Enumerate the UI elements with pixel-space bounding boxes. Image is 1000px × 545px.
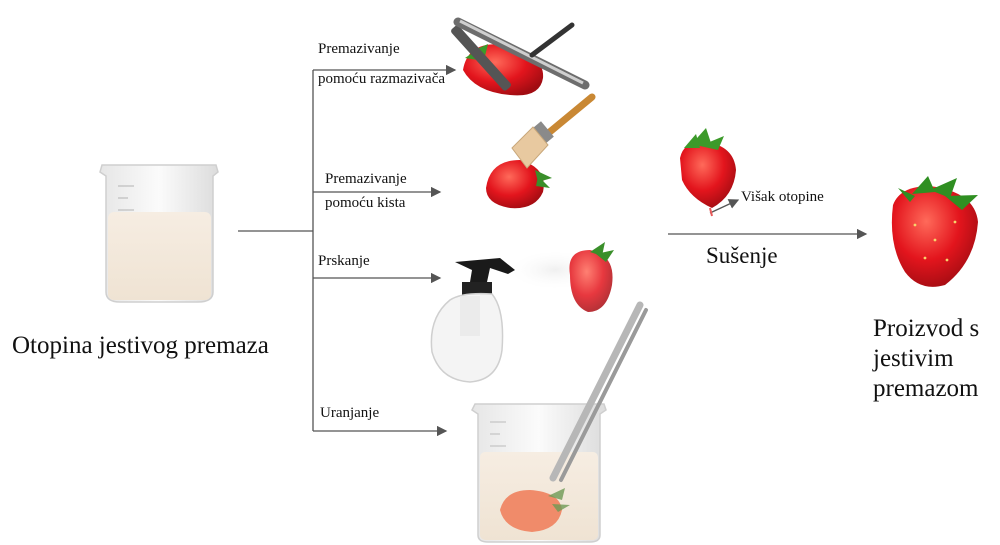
brush-strawberry-icon [486,93,596,209]
connector-lines [238,64,868,437]
method-spray-label: Prskanje [318,253,370,269]
excess-solution-label: Višak otopine [741,189,824,205]
drying-label: Sušenje [706,243,778,268]
method-brush-line1: Premazivanje [325,171,407,187]
solution-beaker-icon [99,164,219,303]
dipping-beaker-strawberry-icon [471,301,648,543]
final-strawberry-icon [891,176,978,287]
product-label-line2: jestivim [873,345,954,372]
method-brush-line2: pomoću kista [325,195,406,211]
product-label-line1: Proizvod s [873,315,980,342]
method-spreader-line2: pomoću razmazivača [318,71,446,87]
spray-bottle-strawberry-icon [430,242,614,383]
product-label-line3: premazom [873,375,979,402]
source-label: Otopina jestivog premaza [12,332,269,359]
method-dipping-label: Uranjanje [320,405,380,421]
spreader-strawberry-icon [451,17,590,96]
method-spreader-line1: Premazivanje [318,41,400,57]
dripping-strawberry-icon [680,128,736,217]
